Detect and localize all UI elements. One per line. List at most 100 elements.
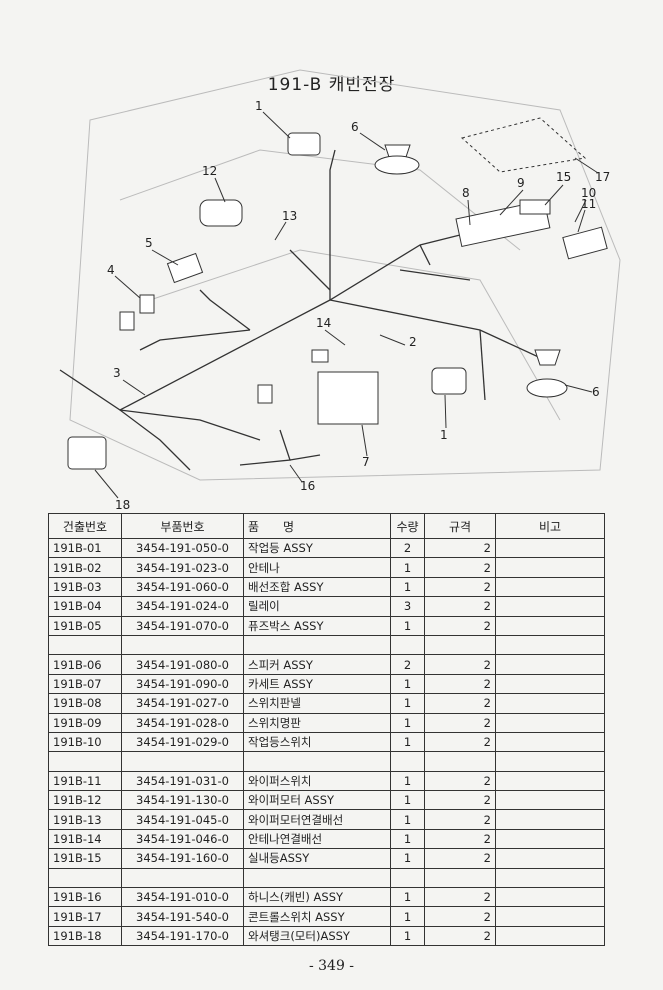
cell-part-name [243, 751, 391, 772]
cell-part-no: 3454-191-028-0 [121, 712, 244, 733]
cell-part-no: 3454-191-046-0 [121, 828, 244, 850]
control-switch [562, 226, 608, 260]
cell-qty [390, 634, 425, 656]
cell-part-no [121, 867, 244, 889]
cell-ref-no: 191B-03 [48, 576, 122, 598]
cell-part-name: 릴레이 [243, 596, 391, 617]
cell-qty: 1 [390, 770, 425, 792]
cell-qty: 1 [390, 809, 425, 830]
cell-part-name: 와셔탱크(모터)ASSY [243, 925, 391, 947]
cell-part-name: 작업등 ASSY [243, 537, 391, 559]
cell-spec: 2 [424, 770, 496, 792]
cell-part-name: 와이퍼모터연결배선 [243, 809, 391, 830]
cell-spec: 2 [424, 654, 496, 675]
cell-ref-no: 191B-07 [48, 673, 122, 695]
cell-remarks [495, 925, 605, 947]
cell-part-no: 3454-191-027-0 [121, 693, 244, 714]
cell-ref-no [48, 634, 122, 656]
cell-remarks [495, 693, 605, 714]
cell-ref-no: 191B-09 [48, 712, 122, 733]
callout-3: 3 [113, 366, 121, 380]
callout-17: 17 [595, 170, 611, 184]
cell-remarks [495, 596, 605, 617]
cell-part-name: 카세트 ASSY [243, 673, 391, 695]
cell-ref-no [48, 751, 122, 772]
cell-part-name: 작업등스위치 [243, 731, 391, 753]
callout-1b: 1 [440, 428, 448, 442]
callout-10: 10 [581, 186, 597, 200]
cell-part-no: 3454-191-090-0 [121, 673, 244, 695]
cell-part-name: 퓨즈박스 ASSY [243, 615, 391, 636]
switch-assy-dashed-box [460, 117, 587, 173]
work-lamp-1 [287, 132, 321, 156]
cell-ref-no: 191B-04 [48, 596, 122, 617]
wiper-motor [199, 199, 243, 227]
cell-qty: 1 [390, 887, 425, 908]
cell-remarks [495, 557, 605, 578]
cell-part-no: 3454-191-540-0 [121, 906, 244, 927]
cell-remarks [495, 887, 605, 908]
callout-5: 5 [145, 236, 153, 250]
cell-spec: 2 [424, 576, 496, 598]
cell-ref-no: 191B-06 [48, 654, 122, 675]
cell-part-no: 3454-191-010-0 [121, 887, 244, 908]
cell-ref-no: 191B-14 [48, 828, 122, 850]
cell-part-name [243, 634, 391, 656]
cell-ref-no: 191B-10 [48, 731, 122, 753]
cell-remarks [495, 654, 605, 675]
cell-part-no: 3454-191-023-0 [121, 557, 244, 578]
cell-qty: 1 [390, 790, 425, 811]
callout-6b: 6 [592, 385, 600, 399]
cell-remarks [495, 770, 605, 792]
cell-spec [424, 751, 496, 772]
cell-spec: 2 [424, 848, 496, 869]
cell-spec: 2 [424, 731, 496, 753]
cell-qty: 3 [390, 596, 425, 617]
cell-part-name: 실내등ASSY [243, 848, 391, 869]
cell-remarks [495, 751, 605, 772]
cell-qty: 1 [390, 673, 425, 695]
cell-part-name [243, 867, 391, 889]
cell-spec: 2 [424, 693, 496, 714]
cell-remarks [495, 731, 605, 753]
header-remarks: 비고 [495, 513, 605, 539]
callout-15: 15 [556, 170, 572, 184]
cell-spec: 2 [424, 925, 496, 947]
cell-part-no: 3454-191-160-0 [121, 848, 244, 869]
cell-qty: 1 [390, 848, 425, 869]
cell-ref-no: 191B-18 [48, 925, 122, 947]
cell-part-name: 와이퍼모터 ASSY [243, 790, 391, 811]
work-lamp-2 [431, 367, 467, 395]
cell-qty: 1 [390, 693, 425, 714]
cassette [317, 371, 379, 425]
washer-tank [67, 436, 107, 470]
cell-spec: 2 [424, 673, 496, 695]
cell-qty: 1 [390, 615, 425, 636]
cell-remarks [495, 673, 605, 695]
cell-spec [424, 867, 496, 889]
exploded-parts-diagram [59, 69, 621, 499]
cell-part-no: 3454-191-050-0 [121, 537, 244, 559]
cell-ref-no: 191B-08 [48, 693, 122, 714]
table-header: 건출번호 부품번호 품 명 수량 규격 비고 [48, 513, 605, 539]
cabin-outline-ghost [69, 69, 621, 481]
cell-ref-no: 191B-05 [48, 615, 122, 636]
callout-18: 18 [115, 498, 131, 512]
header-part-no: 부품번호 [121, 513, 244, 539]
cell-part-name: 와이퍼스위치 [243, 770, 391, 792]
cell-part-no [121, 751, 244, 772]
